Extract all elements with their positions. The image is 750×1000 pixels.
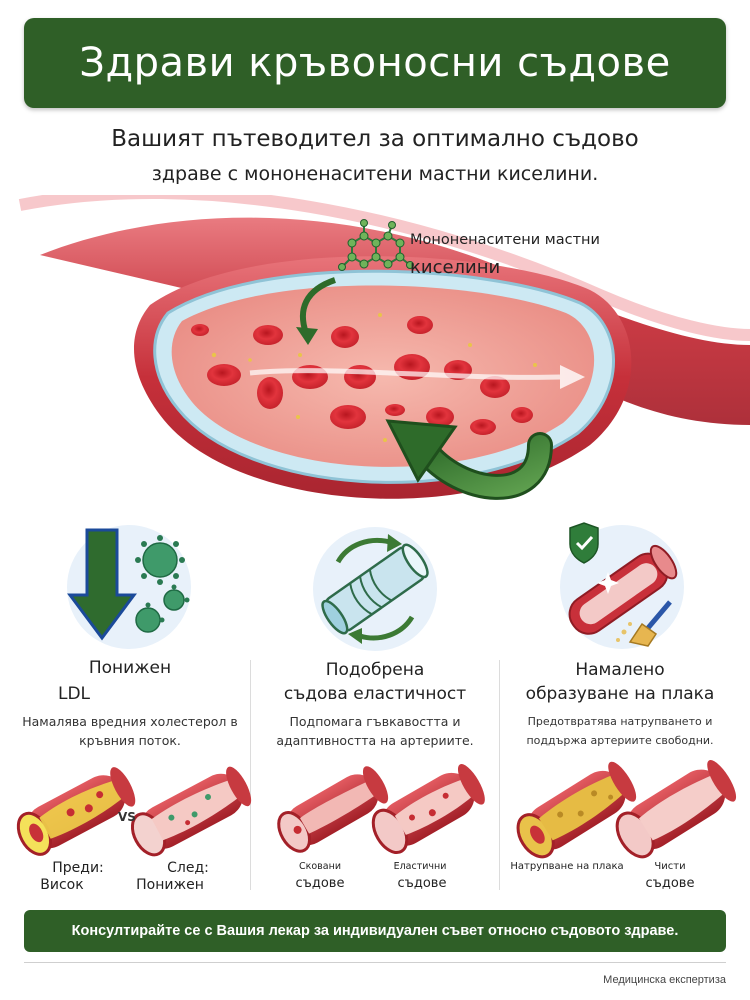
vs-label: VS (118, 810, 136, 824)
elastic-label-line-2: съдове (397, 876, 447, 891)
flexible-vessel-icon (313, 527, 437, 651)
elastic-label-line-1: Еластични (393, 861, 447, 872)
col2-desc-line-2: адаптивността на артериите. (276, 733, 474, 748)
col2-title-line-2: съдова еластичност (283, 684, 467, 704)
subtitle-line-1: Вашият пътеводител за оптимално съдово (111, 126, 639, 152)
subtitle-line-2: здраве с мононенаситени мастни киселини. (151, 163, 599, 185)
clean-vessel (615, 760, 737, 859)
col1-title-line-1: Понижен (88, 658, 172, 678)
molecule-label-line-2: киселини (410, 257, 501, 278)
col1-desc-line-2: кръвния поток. (79, 733, 181, 748)
ldl-before-vessel (16, 767, 136, 856)
col2-desc-line-1: Подпомага гъвкавостта и (289, 714, 461, 729)
col1-title-line-2: LDL (58, 684, 91, 704)
column-divider (250, 660, 251, 890)
col3-desc-line-1: Предотвратява натрупването и (527, 715, 713, 728)
clean-label-line-2: съдове (645, 876, 695, 891)
footer-note: Консултирайте се с Вашия лекар за индиви… (71, 923, 679, 939)
comparison-illustrations (16, 760, 737, 859)
header-banner: Здрави кръвоносни съдове (24, 18, 726, 108)
molecule-label-line-1: Мононенаситени мастни (410, 232, 600, 248)
after-label-line-2: Понижен (136, 877, 204, 893)
stiff-label-line-2: съдове (295, 876, 345, 891)
plaque-vessel (516, 761, 637, 859)
col2-title-line-1: Подобрена (325, 660, 425, 680)
stiff-vessel (277, 766, 389, 853)
blood-vessel-illustration (18, 195, 750, 500)
clean-label-line-1: Чисти (654, 861, 686, 872)
stiff-label-line-1: Сковани (299, 861, 341, 872)
elastic-vessel (371, 764, 485, 854)
before-label-line-2: Висок (40, 877, 84, 893)
after-label-line-1: След: (167, 860, 209, 876)
column-divider (499, 660, 500, 890)
credit-text: Медицинска експертиза (603, 974, 726, 986)
clean-artery-shield-icon (560, 522, 684, 649)
before-label-line-1: Преди: (52, 860, 104, 876)
col3-title-line-2: образуване на плака (525, 684, 715, 704)
col3-title-line-1: Намалено (575, 660, 665, 680)
ldl-after-vessel (130, 766, 252, 857)
col3-desc-line-2: поддържа артериите свободни. (526, 734, 714, 747)
ldl-down-arrow-icon (67, 525, 191, 649)
page-title: Здрави кръвоносни съдове (79, 40, 671, 86)
col1-desc-line-1: Намалява вредния холестерол в (22, 714, 238, 729)
footer-divider (24, 962, 726, 963)
footer-note-bar: Консултирайте се с Вашия лекар за индиви… (24, 910, 726, 952)
plaque-label: Натрупване на плака (510, 861, 624, 872)
